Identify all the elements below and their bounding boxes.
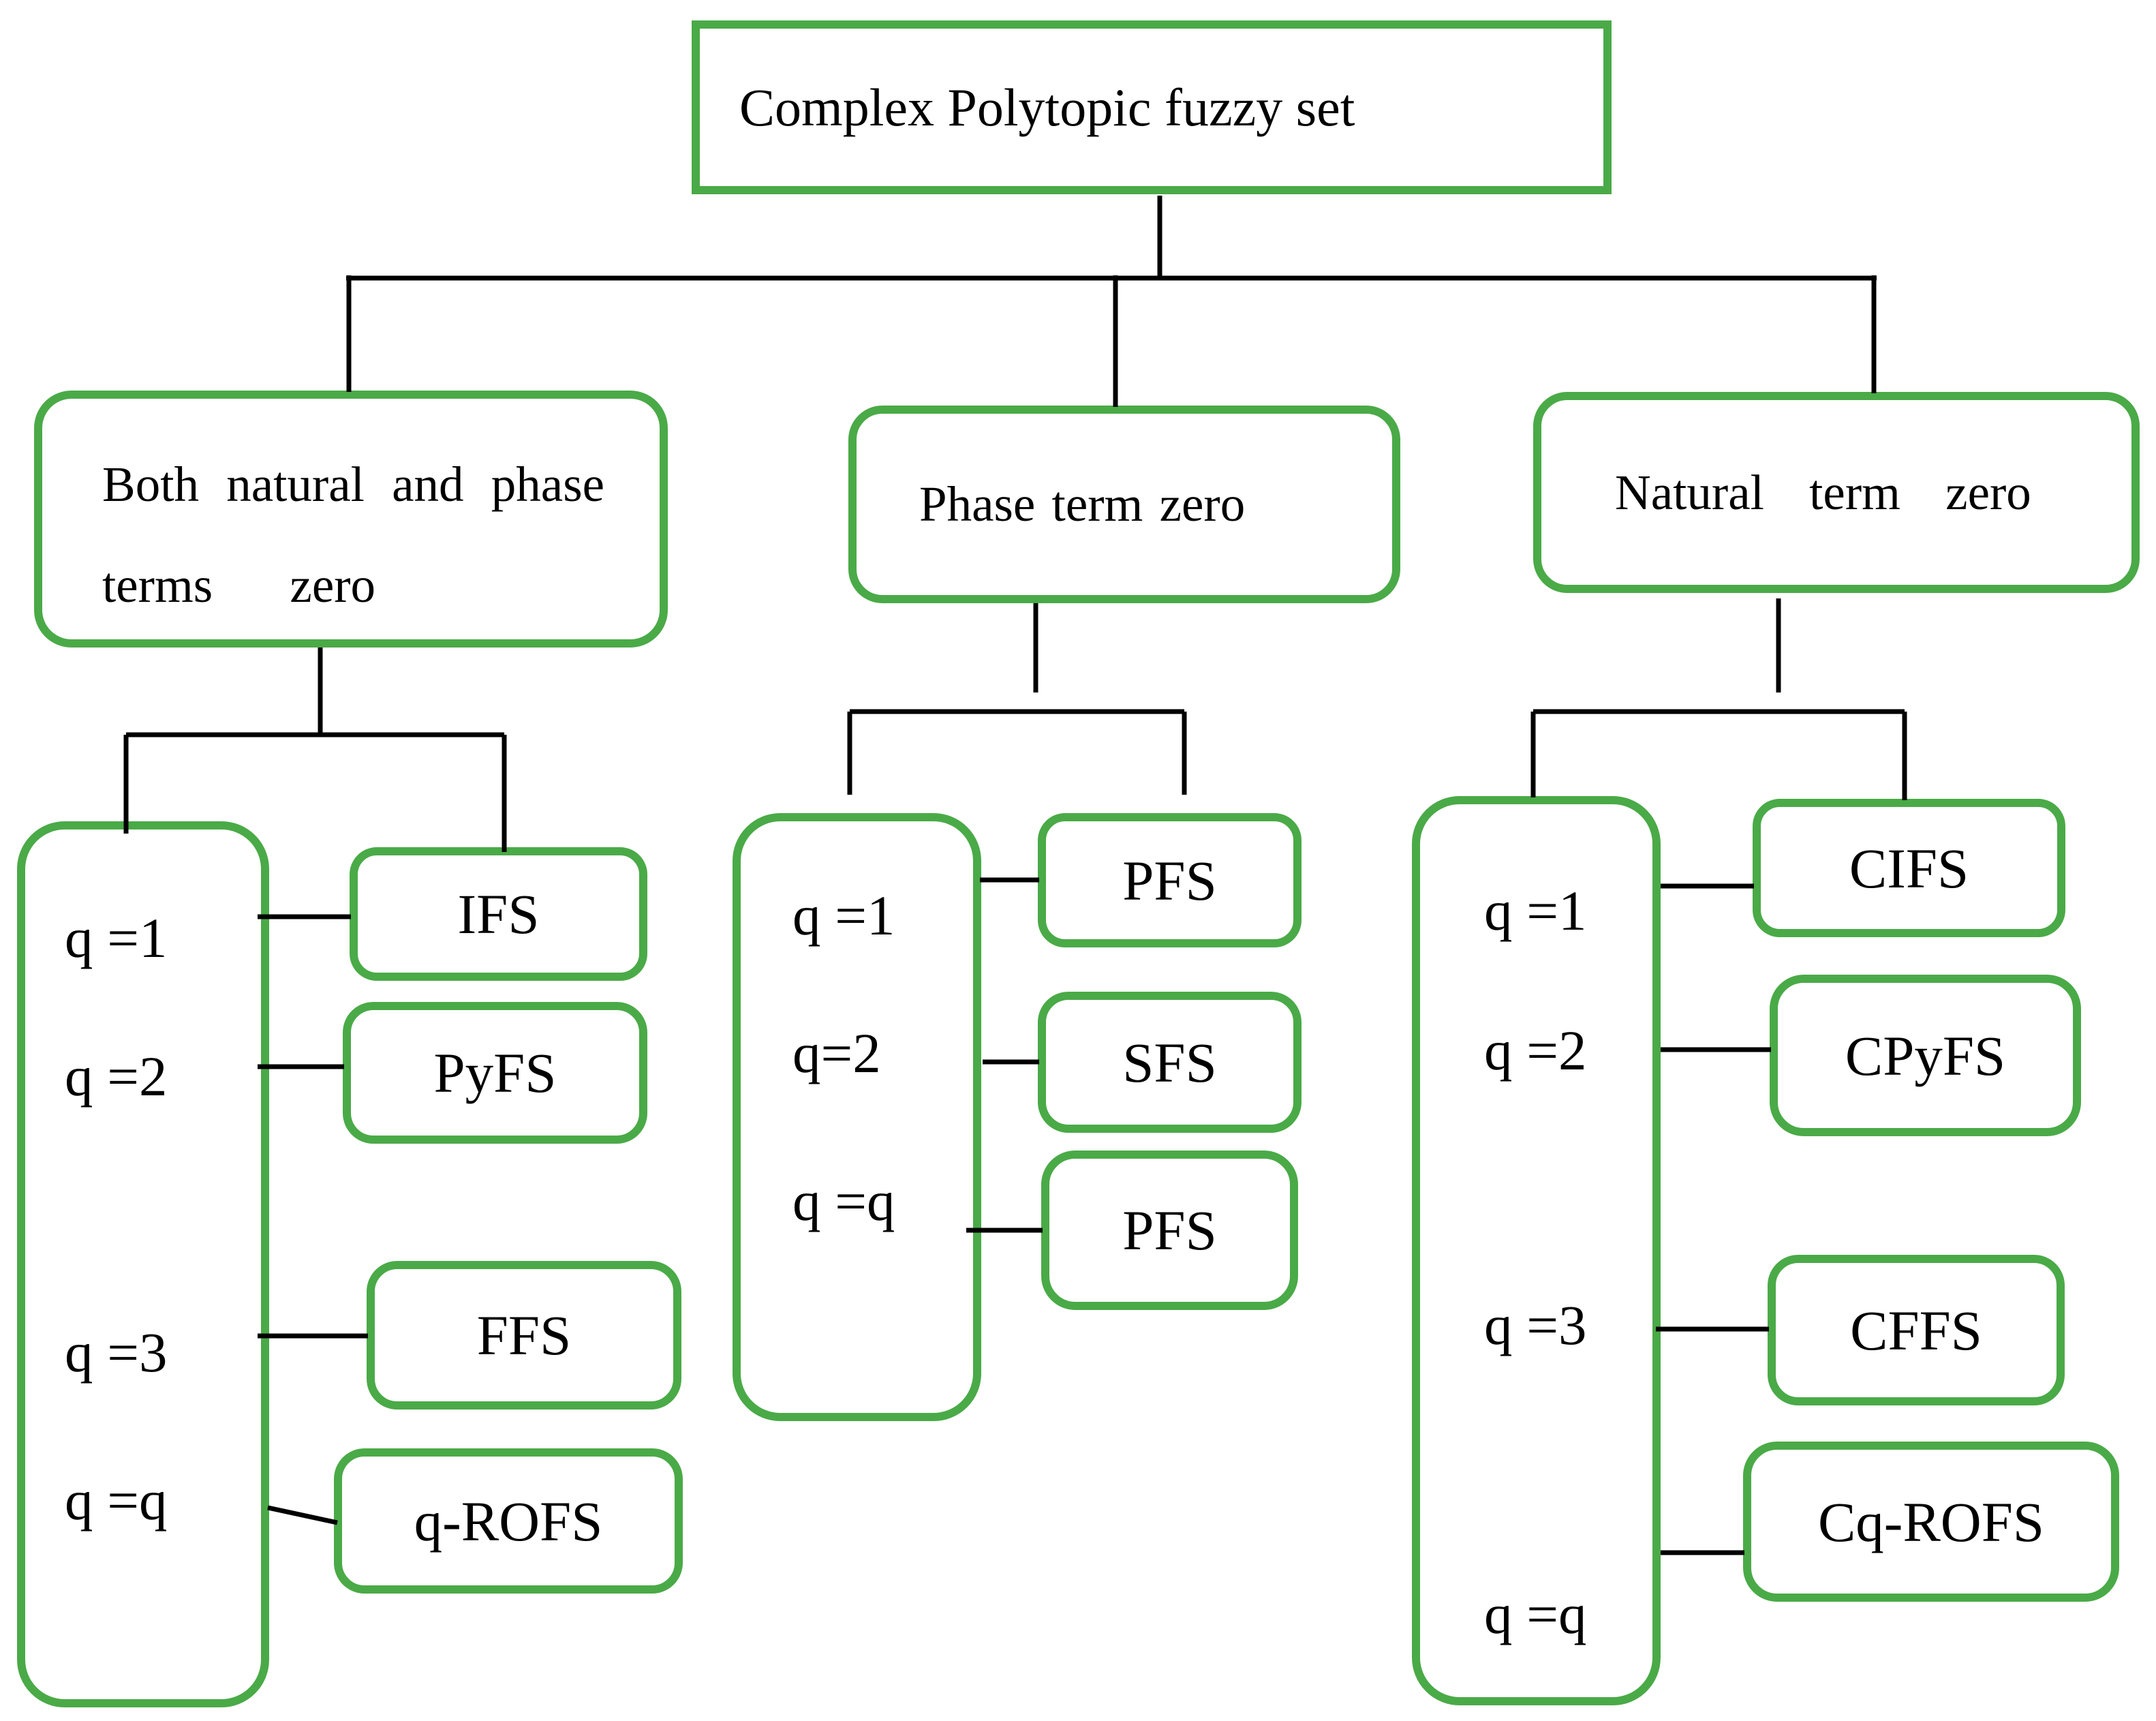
middle-q-values-box bbox=[733, 813, 981, 1421]
branch-both-terms-zero-box: Both natural and phase terms zero bbox=[34, 391, 668, 648]
right-qq-label: q =q bbox=[1484, 1583, 1587, 1645]
middle-q1-label: q =1 bbox=[792, 884, 895, 947]
leaf-qrofs-box: q-ROFS bbox=[334, 1448, 683, 1594]
middle-qq-label: q =q bbox=[792, 1170, 895, 1232]
leaf-ifs-label: IFS bbox=[457, 883, 540, 945]
leaf-sfs-box: SFS bbox=[1038, 992, 1302, 1133]
branch-both-terms-zero-label-line1: Both natural and phase bbox=[102, 457, 605, 512]
leaf-pyfs-box: PyFS bbox=[343, 1002, 647, 1144]
leaf-pfs-bottom-label: PFS bbox=[1122, 1199, 1217, 1262]
branch-phase-term-zero-label: Phase term zero bbox=[919, 476, 1246, 532]
leaf-cpyfs-label: CPyFS bbox=[1845, 1024, 2006, 1087]
right-q2-label: q =2 bbox=[1484, 1019, 1587, 1082]
leaf-qrofs-label: q-ROFS bbox=[414, 1489, 603, 1553]
leaf-cqrofs-label: Cq-ROFS bbox=[1817, 1490, 2045, 1553]
branch-both-terms-zero-label-line2: terms zero bbox=[102, 558, 376, 613]
left-q1-label: q =1 bbox=[65, 907, 168, 969]
right-q-values-box bbox=[1412, 796, 1661, 1705]
root-node-label: Complex Polytopic fuzzy set bbox=[739, 77, 1355, 137]
leaf-sfs-label: SFS bbox=[1122, 1031, 1217, 1094]
leaf-cpyfs-box: CPyFS bbox=[1770, 975, 2081, 1136]
leaf-cifs-box: CIFS bbox=[1753, 799, 2065, 937]
leaf-cffs-box: CFFS bbox=[1768, 1255, 2065, 1405]
leaf-pfs-top-box: PFS bbox=[1038, 813, 1302, 947]
left-q-values-box bbox=[17, 821, 269, 1707]
branch-natural-term-zero-label: Natural term zero bbox=[1615, 464, 2031, 520]
leaf-ffs-label: FFS bbox=[476, 1304, 572, 1367]
leaf-ffs-box: FFS bbox=[367, 1261, 681, 1410]
leaf-pfs-top-label: PFS bbox=[1122, 849, 1217, 912]
leaf-ifs-box: IFS bbox=[350, 847, 647, 981]
root-node-box: Complex Polytopic fuzzy set bbox=[692, 20, 1612, 194]
middle-q2-label: q=2 bbox=[792, 1022, 881, 1084]
left-q2-label: q =2 bbox=[65, 1045, 168, 1108]
leaf-pfs-bottom-box: PFS bbox=[1041, 1151, 1298, 1310]
branch-natural-term-zero-box: Natural term zero bbox=[1533, 392, 2140, 593]
connector-left-qq-qrofs bbox=[267, 1505, 338, 1525]
right-q3-label: q =3 bbox=[1484, 1294, 1587, 1356]
left-q3-label: q =3 bbox=[65, 1321, 168, 1384]
right-q1-label: q =1 bbox=[1484, 879, 1587, 942]
leaf-cifs-label: CIFS bbox=[1849, 836, 1969, 900]
leaf-cffs-label: CFFS bbox=[1850, 1298, 1982, 1362]
leaf-cqrofs-box: Cq-ROFS bbox=[1743, 1442, 2119, 1602]
leaf-pyfs-label: PyFS bbox=[433, 1041, 557, 1104]
left-qq-label: q =q bbox=[65, 1469, 168, 1532]
branch-phase-term-zero-box: Phase term zero bbox=[848, 406, 1400, 603]
